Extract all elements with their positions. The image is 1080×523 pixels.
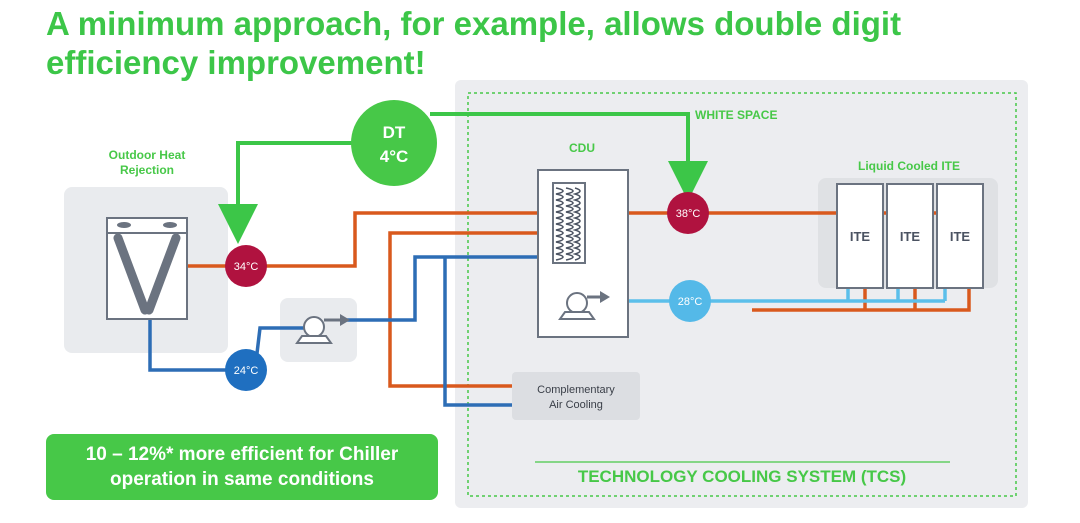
ite-rack-2: [886, 183, 934, 289]
dt-badge-line1: DT: [383, 123, 406, 142]
dt-arrow-left: [218, 141, 352, 244]
ite-rack-3: [936, 183, 984, 289]
efficiency-callout-line1: 10 – 12%* more efficient for Chiller: [85, 444, 399, 465]
slide-title-line1: A minimum approach, for example, allows …: [46, 5, 902, 42]
temp-38-label: 38°C: [676, 208, 701, 220]
facility-cold-pipe-to-cdu: [340, 255, 560, 322]
tcs-label: TECHNOLOGY COOLING SYSTEM (TCS): [578, 467, 906, 486]
efficiency-callout: 10 – 12%* more efficient for Chiller ope…: [46, 434, 438, 500]
ite-label-1: ITE: [850, 229, 871, 244]
temp-badge-28: 28°C: [669, 280, 711, 322]
ite-label-3: ITE: [950, 229, 971, 244]
cdu-unit: [537, 169, 629, 338]
slide-title: A minimum approach, for example, allows …: [46, 4, 1056, 82]
ite-rack-1: [836, 183, 884, 289]
dt-badge-line2: 4°C: [380, 147, 409, 166]
temp-24-label: 24°C: [234, 365, 259, 377]
complementary-panel: [512, 372, 640, 420]
white-space-label: WHITE SPACE: [695, 108, 777, 122]
complementary-hot-pipe: [388, 231, 567, 388]
temp-badge-38: 38°C: [667, 192, 709, 234]
complementary-cold-pipe: [443, 257, 512, 407]
facility-pump-icon: [295, 314, 350, 344]
facility-hot-pipe: [188, 211, 560, 268]
efficiency-callout-line2: operation in same conditions: [110, 469, 374, 490]
ite-label-2: ITE: [900, 229, 921, 244]
dt-badge: DT 4°C: [351, 100, 437, 186]
ite-racks: ITE ITE ITE: [836, 183, 984, 289]
outdoor-label-line2: Rejection: [120, 163, 174, 177]
outdoor-label-line1: Outdoor Heat: [109, 148, 186, 162]
complementary-label-line1: Complementary: [537, 384, 615, 396]
temp-badge-34: 34°C: [225, 245, 267, 287]
dry-cooler: [106, 217, 188, 320]
dt-arrow-right: [430, 112, 708, 201]
slide-title-line2: efficiency improvement!: [46, 44, 426, 81]
temp-34-label: 34°C: [234, 261, 259, 273]
cdu-label: CDU: [569, 141, 595, 155]
liquid-cooled-label: Liquid Cooled ITE: [858, 159, 960, 173]
temp-badge-24: 24°C: [225, 349, 267, 391]
temp-28-label: 28°C: [678, 296, 703, 308]
tcs-boundary: [467, 92, 1017, 497]
complementary-label-line2: Air Cooling: [549, 399, 603, 411]
